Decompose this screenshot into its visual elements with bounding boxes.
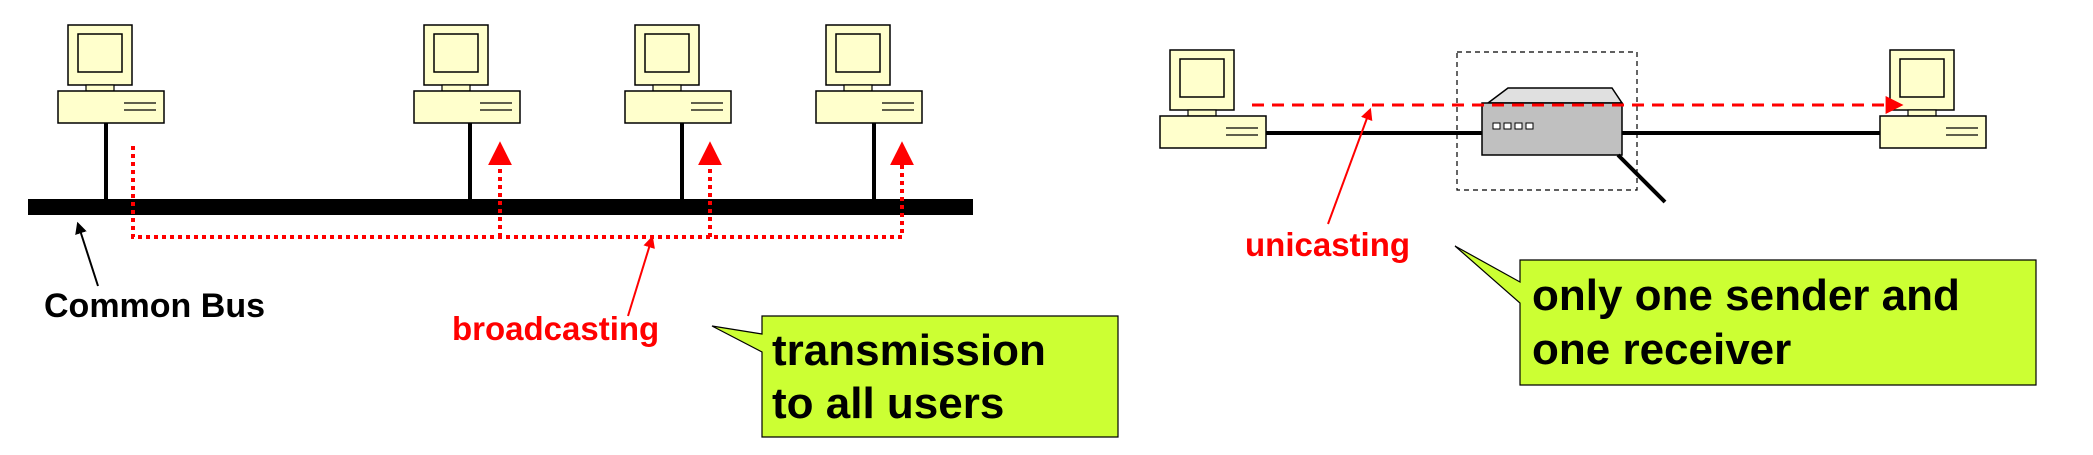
common-bus-label: Common Bus [44, 287, 265, 325]
computer-icon [815, 24, 923, 199]
computer-icon [1159, 49, 1267, 149]
broadcast-callout [711, 315, 1119, 438]
computer-icon [624, 24, 732, 199]
broadcast-callout-line-2: to all users [772, 379, 1004, 428]
unicast-callout-line-1: only one sender and [1532, 271, 1960, 320]
unicast-label-pointer [1327, 107, 1373, 225]
broadcast-section: Common Bus broadcasting transmission to … [28, 24, 1119, 438]
broadcast-callout-line-1: transmission [772, 326, 1046, 375]
unicasting-label: unicasting [1245, 226, 1410, 263]
computer-icon [413, 24, 521, 199]
unicast-callout [1454, 245, 2037, 386]
router-boundary [1456, 51, 1638, 191]
broadcasting-label: broadcasting [452, 310, 659, 347]
computer-icon [1879, 49, 1987, 149]
computer-icon [57, 24, 165, 199]
unicast-callout-line-2: one receiver [1532, 325, 1791, 374]
broadcast-label-pointer [627, 235, 655, 317]
common-bus [28, 199, 973, 215]
bus-label-pointer [75, 221, 99, 287]
unicast-section: unicasting only one sender and one recei… [1159, 49, 2037, 386]
broadcast-signal-path [131, 141, 914, 239]
router-icon [1481, 87, 1667, 204]
